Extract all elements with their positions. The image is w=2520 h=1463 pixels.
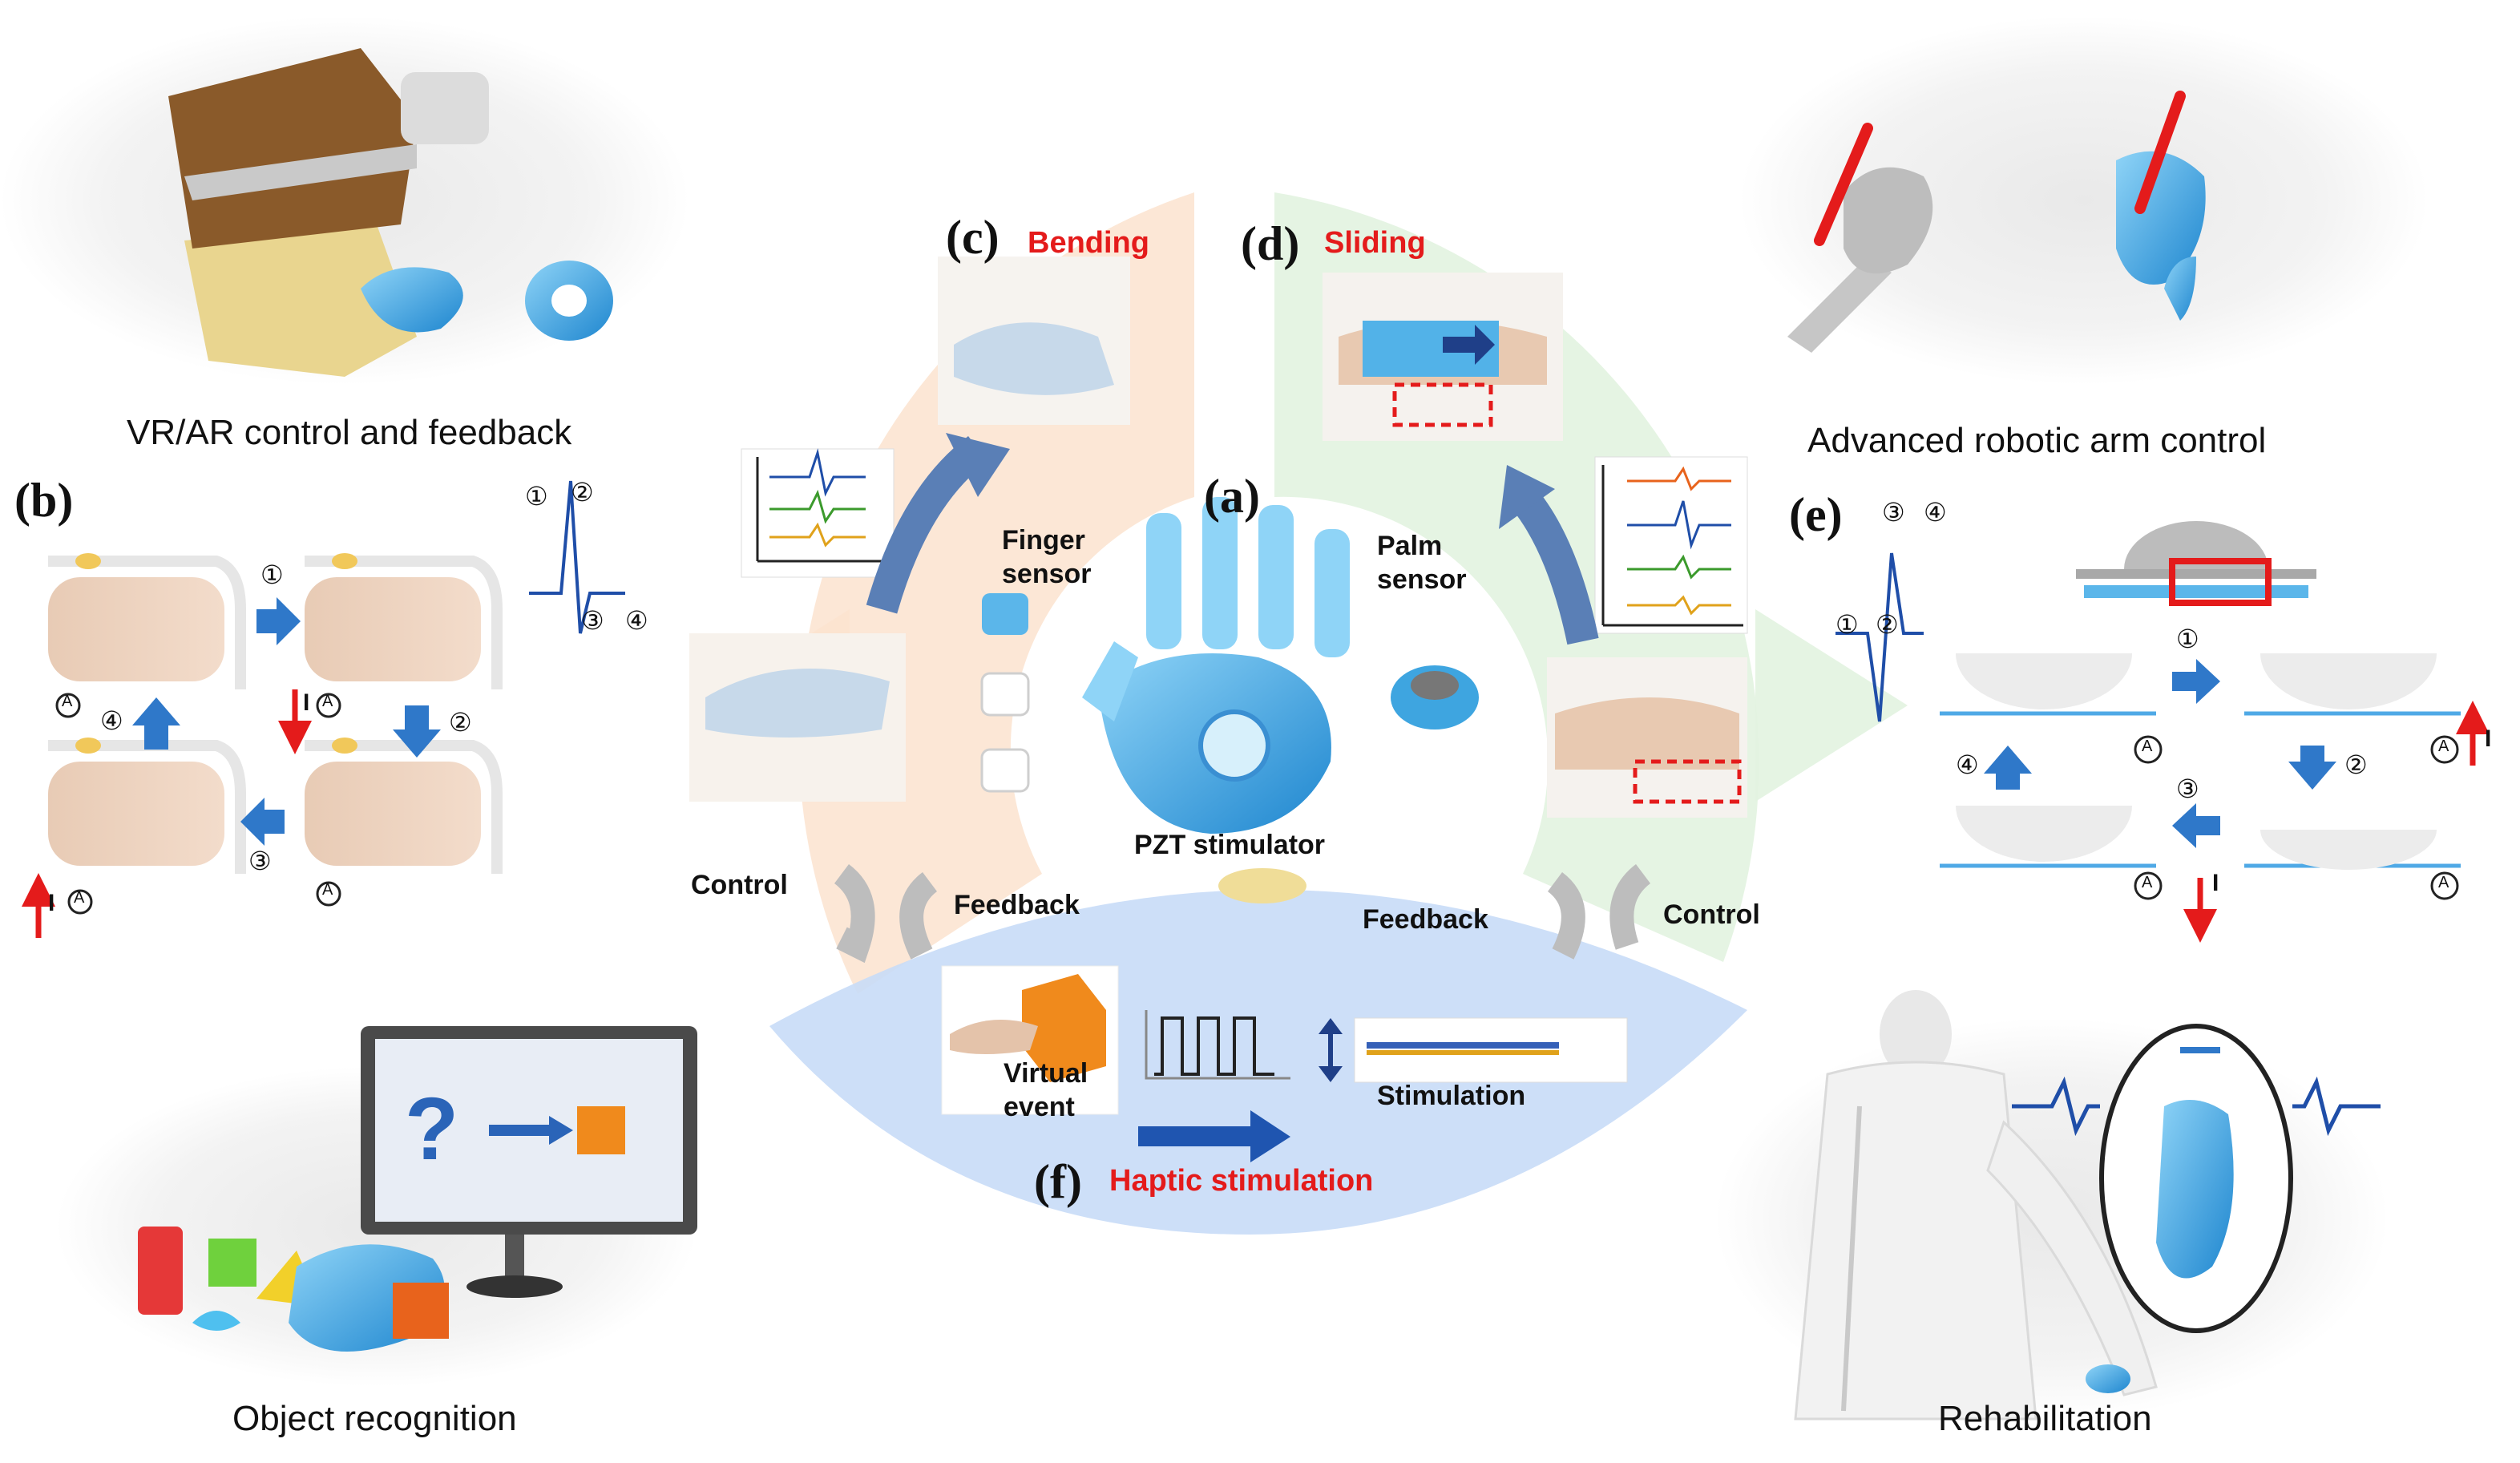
virtual-event-line2: event [1004, 1092, 1075, 1122]
e-step-2: ② [2344, 750, 2368, 780]
b-step-4: ④ [100, 705, 123, 736]
caption-object: Object recognition [232, 1399, 517, 1438]
mode-bending: Bending [1028, 226, 1149, 260]
panel-f-haptic [941, 965, 1628, 1162]
b-step-3: ③ [248, 846, 272, 876]
b-ammeter-2: A [322, 693, 333, 710]
b-ammeter-3: A [74, 889, 85, 907]
e-signal-step-1: ① [1835, 609, 1859, 640]
haptic-arrow [1138, 1110, 1290, 1162]
e-current-label-1: I [2485, 725, 2492, 752]
mode-sliding: Sliding [1324, 226, 1426, 260]
panel-label-d: (d) [1241, 217, 1300, 270]
mode-haptic: Haptic stimulation [1109, 1164, 1374, 1198]
finger-sensor-line2: sensor [1002, 559, 1092, 589]
b-ammeter-1: A [62, 693, 73, 710]
caption-rehab: Rehabilitation [1938, 1399, 2152, 1438]
sliding-signal-plot [1594, 456, 1748, 634]
e-signal-step-4: ④ [1924, 497, 1947, 527]
e-ammeter-4: A [2438, 874, 2449, 891]
b-ammeter-4: A [322, 881, 333, 899]
panel-label-e: (e) [1789, 488, 1843, 541]
panel-b-schematic [22, 480, 625, 938]
e-step-1: ① [2176, 624, 2199, 654]
palm-sensor-line1: Palm [1377, 531, 1443, 561]
panel-e-schematic [1835, 521, 2490, 943]
finger-sensor-line1: Finger [1002, 525, 1085, 556]
panel-label-f: (f) [1034, 1155, 1082, 1208]
palm-sensor-line2: sensor [1377, 564, 1467, 595]
bending-signal-plot [741, 448, 895, 578]
e-step-3: ③ [2176, 774, 2199, 804]
panel-c-images [689, 257, 1130, 802]
ring-right-arrowhead [1755, 609, 1908, 802]
b-current-label-1: I [303, 689, 310, 716]
question-mark: ? [405, 1080, 459, 1178]
e-signal-step-3: ③ [1882, 497, 1905, 527]
feedback-label-left: Feedback [954, 890, 1080, 920]
square-wave [1154, 1016, 1274, 1076]
b-signal-step-3: ③ [581, 605, 604, 636]
b-step-1: ① [260, 560, 284, 590]
sliding-curved-arrow [1510, 487, 1599, 645]
robot-halo [1739, 16, 2429, 385]
b-signal-step-1: ① [525, 481, 548, 511]
rehabilitation-figure [1794, 990, 2381, 1421]
b-signal-step-2: ② [571, 477, 594, 507]
robotic-arm-figure [1787, 91, 2206, 353]
stimulation-label: Stimulation [1377, 1081, 1526, 1111]
control-label-left: Control [691, 870, 788, 900]
e-signal-step-2: ② [1876, 609, 1899, 640]
e-ammeter-3: A [2142, 874, 2153, 891]
panel-label-a: (a) [1204, 470, 1260, 523]
object-recognition-figure [138, 1026, 697, 1352]
caption-robotic: Advanced robotic arm control [1807, 421, 2267, 460]
b-signal-step-4: ④ [625, 605, 648, 636]
b-current-label-2: I [48, 890, 55, 916]
feedback-label-right: Feedback [1363, 904, 1488, 935]
virtual-event-line1: Virtual [1004, 1058, 1088, 1089]
caption-vr-ar: VR/AR control and feedback [127, 413, 572, 452]
b-step-2: ② [449, 707, 472, 738]
vr-headset-figure [168, 48, 613, 377]
e-ammeter-1: A [2142, 738, 2153, 755]
panel-a-glove [980, 497, 1479, 903]
e-step-4: ④ [1956, 750, 1979, 780]
panel-label-b: (b) [14, 474, 74, 527]
e-ammeter-2: A [2438, 738, 2449, 755]
pzt-stimulator-label: PZT stimulator [1134, 830, 1326, 860]
control-label-right: Control [1663, 899, 1760, 930]
panel-d-images [1323, 273, 1748, 818]
e-current-label-2: I [2212, 870, 2219, 896]
panel-label-c: (c) [946, 211, 1000, 264]
curl-arrows [834, 864, 1651, 964]
